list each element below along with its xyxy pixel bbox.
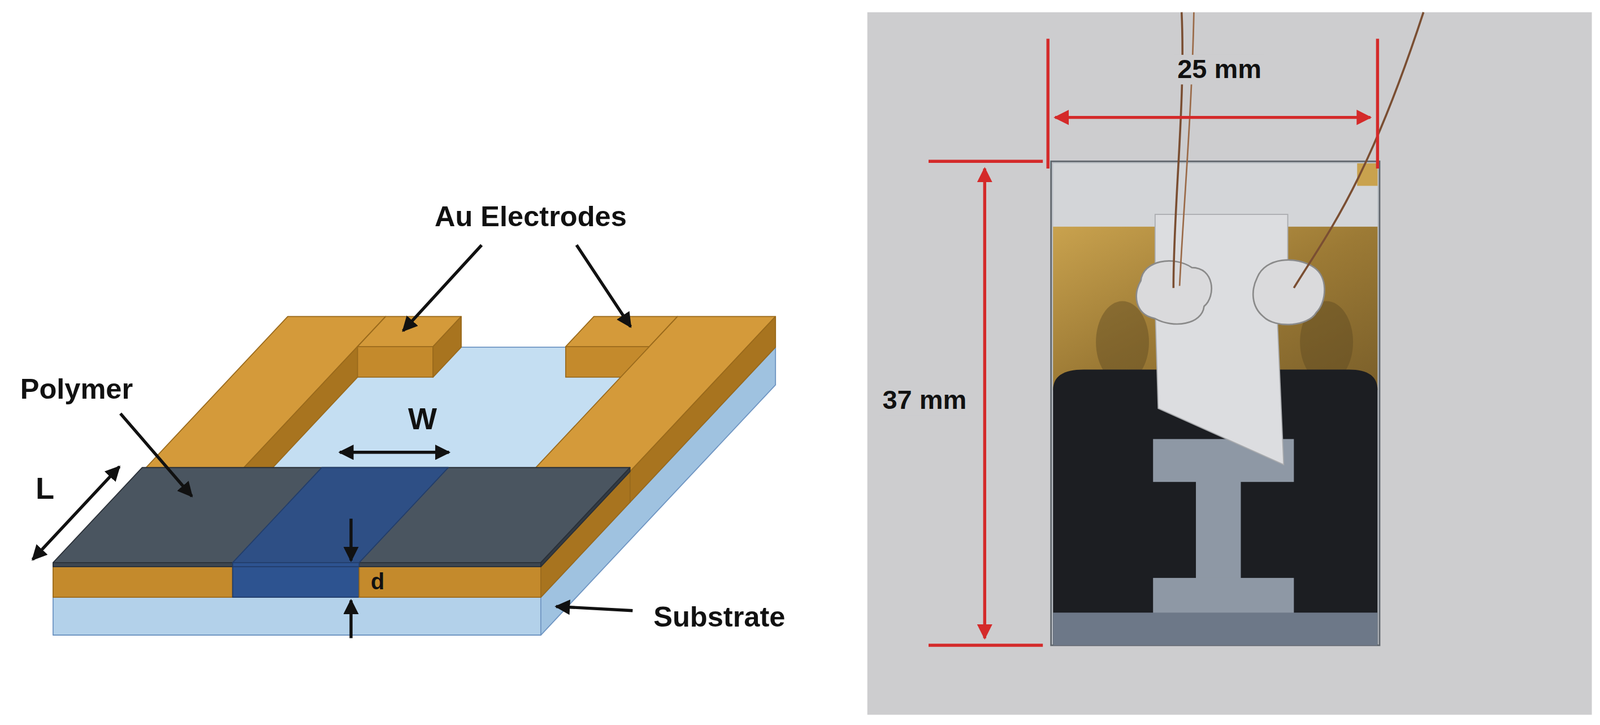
channel-fill-front: [232, 566, 360, 597]
dimension-label: L: [32, 470, 58, 505]
electrode-tab-front: [357, 346, 434, 377]
part-label: Au Electrodes: [431, 201, 630, 234]
photo-background: [867, 12, 1593, 715]
solder-blob: [1252, 259, 1325, 325]
dimension-label: 25 mm: [1174, 54, 1265, 85]
electrode-pad-front: [53, 566, 233, 597]
dimension-arrow: [339, 450, 449, 454]
electrode-tab-side: [432, 316, 462, 377]
channel-front: [232, 562, 360, 567]
dimension-arrow: [349, 600, 353, 639]
electrode-pad-front: [359, 566, 541, 597]
wire: [1179, 12, 1194, 286]
leader-arrow: [402, 244, 482, 331]
dimension-label: W: [404, 401, 440, 436]
dimension-label: 37 mm: [879, 385, 970, 415]
leader-arrow: [576, 244, 631, 327]
leader-arrow: [556, 605, 633, 610]
part-label: Substrate: [650, 601, 789, 634]
substrate-front: [53, 596, 541, 635]
extension-line: [1376, 38, 1380, 169]
polymer-film-side: [540, 467, 631, 567]
channel-top: [232, 467, 449, 563]
device-schematic: [32, 244, 776, 638]
channel-gap: [1195, 479, 1241, 583]
device-photo: [867, 12, 1593, 715]
extension-line: [1046, 38, 1050, 169]
extension-line: [928, 159, 1043, 163]
dimension-arrow: [349, 518, 353, 561]
dimension-arrow: [32, 466, 120, 559]
electrode-arm-side: [630, 316, 776, 502]
polymer-film-top: [53, 467, 631, 563]
dimension-arrow: [1055, 115, 1371, 119]
part-label: Polymer: [16, 374, 136, 406]
polymer-film-front: [53, 562, 541, 567]
glass-substrate: [1051, 161, 1380, 645]
extension-line: [928, 643, 1043, 646]
wire: [1293, 12, 1424, 288]
dimension-label: d: [367, 569, 388, 594]
polymer-edge: [1052, 612, 1378, 645]
dimension-arrow: [983, 168, 987, 639]
leader-arrow: [120, 413, 192, 496]
channel-gap: [1152, 577, 1294, 615]
